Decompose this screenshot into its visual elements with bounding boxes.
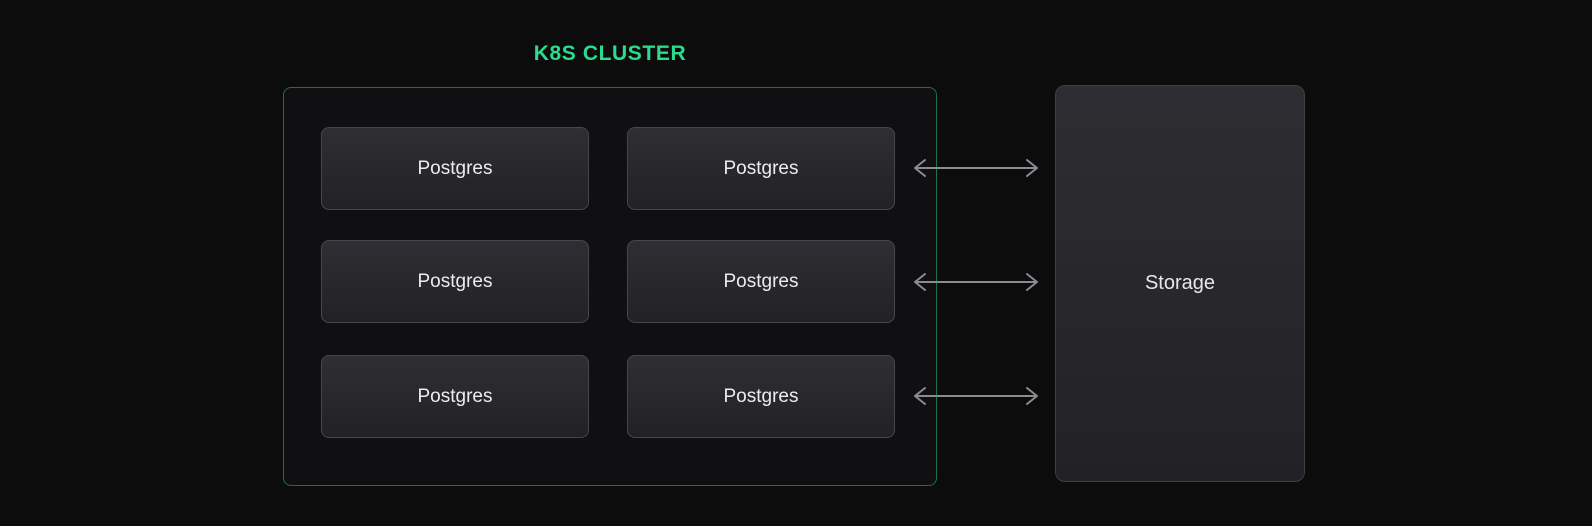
bidirectional-arrow-icon [906, 384, 1046, 408]
cluster-title: K8S CLUSTER [533, 42, 687, 65]
bidirectional-arrow-icon [906, 156, 1046, 180]
postgres-node: Postgres [627, 127, 895, 210]
postgres-node: Postgres [627, 240, 895, 323]
postgres-node: Postgres [321, 240, 589, 323]
postgres-node-label: Postgres [723, 270, 799, 292]
postgres-node-label: Postgres [417, 270, 493, 292]
postgres-node: Postgres [321, 355, 589, 438]
postgres-node-label: Postgres [417, 157, 493, 179]
postgres-node: Postgres [627, 355, 895, 438]
storage-node: Storage [1055, 85, 1305, 482]
postgres-node-label: Postgres [723, 385, 799, 407]
postgres-node: Postgres [321, 127, 589, 210]
postgres-node-label: Postgres [417, 385, 493, 407]
storage-node-label: Storage [1144, 272, 1216, 294]
bidirectional-arrow-icon [906, 270, 1046, 294]
postgres-node-label: Postgres [723, 157, 799, 179]
